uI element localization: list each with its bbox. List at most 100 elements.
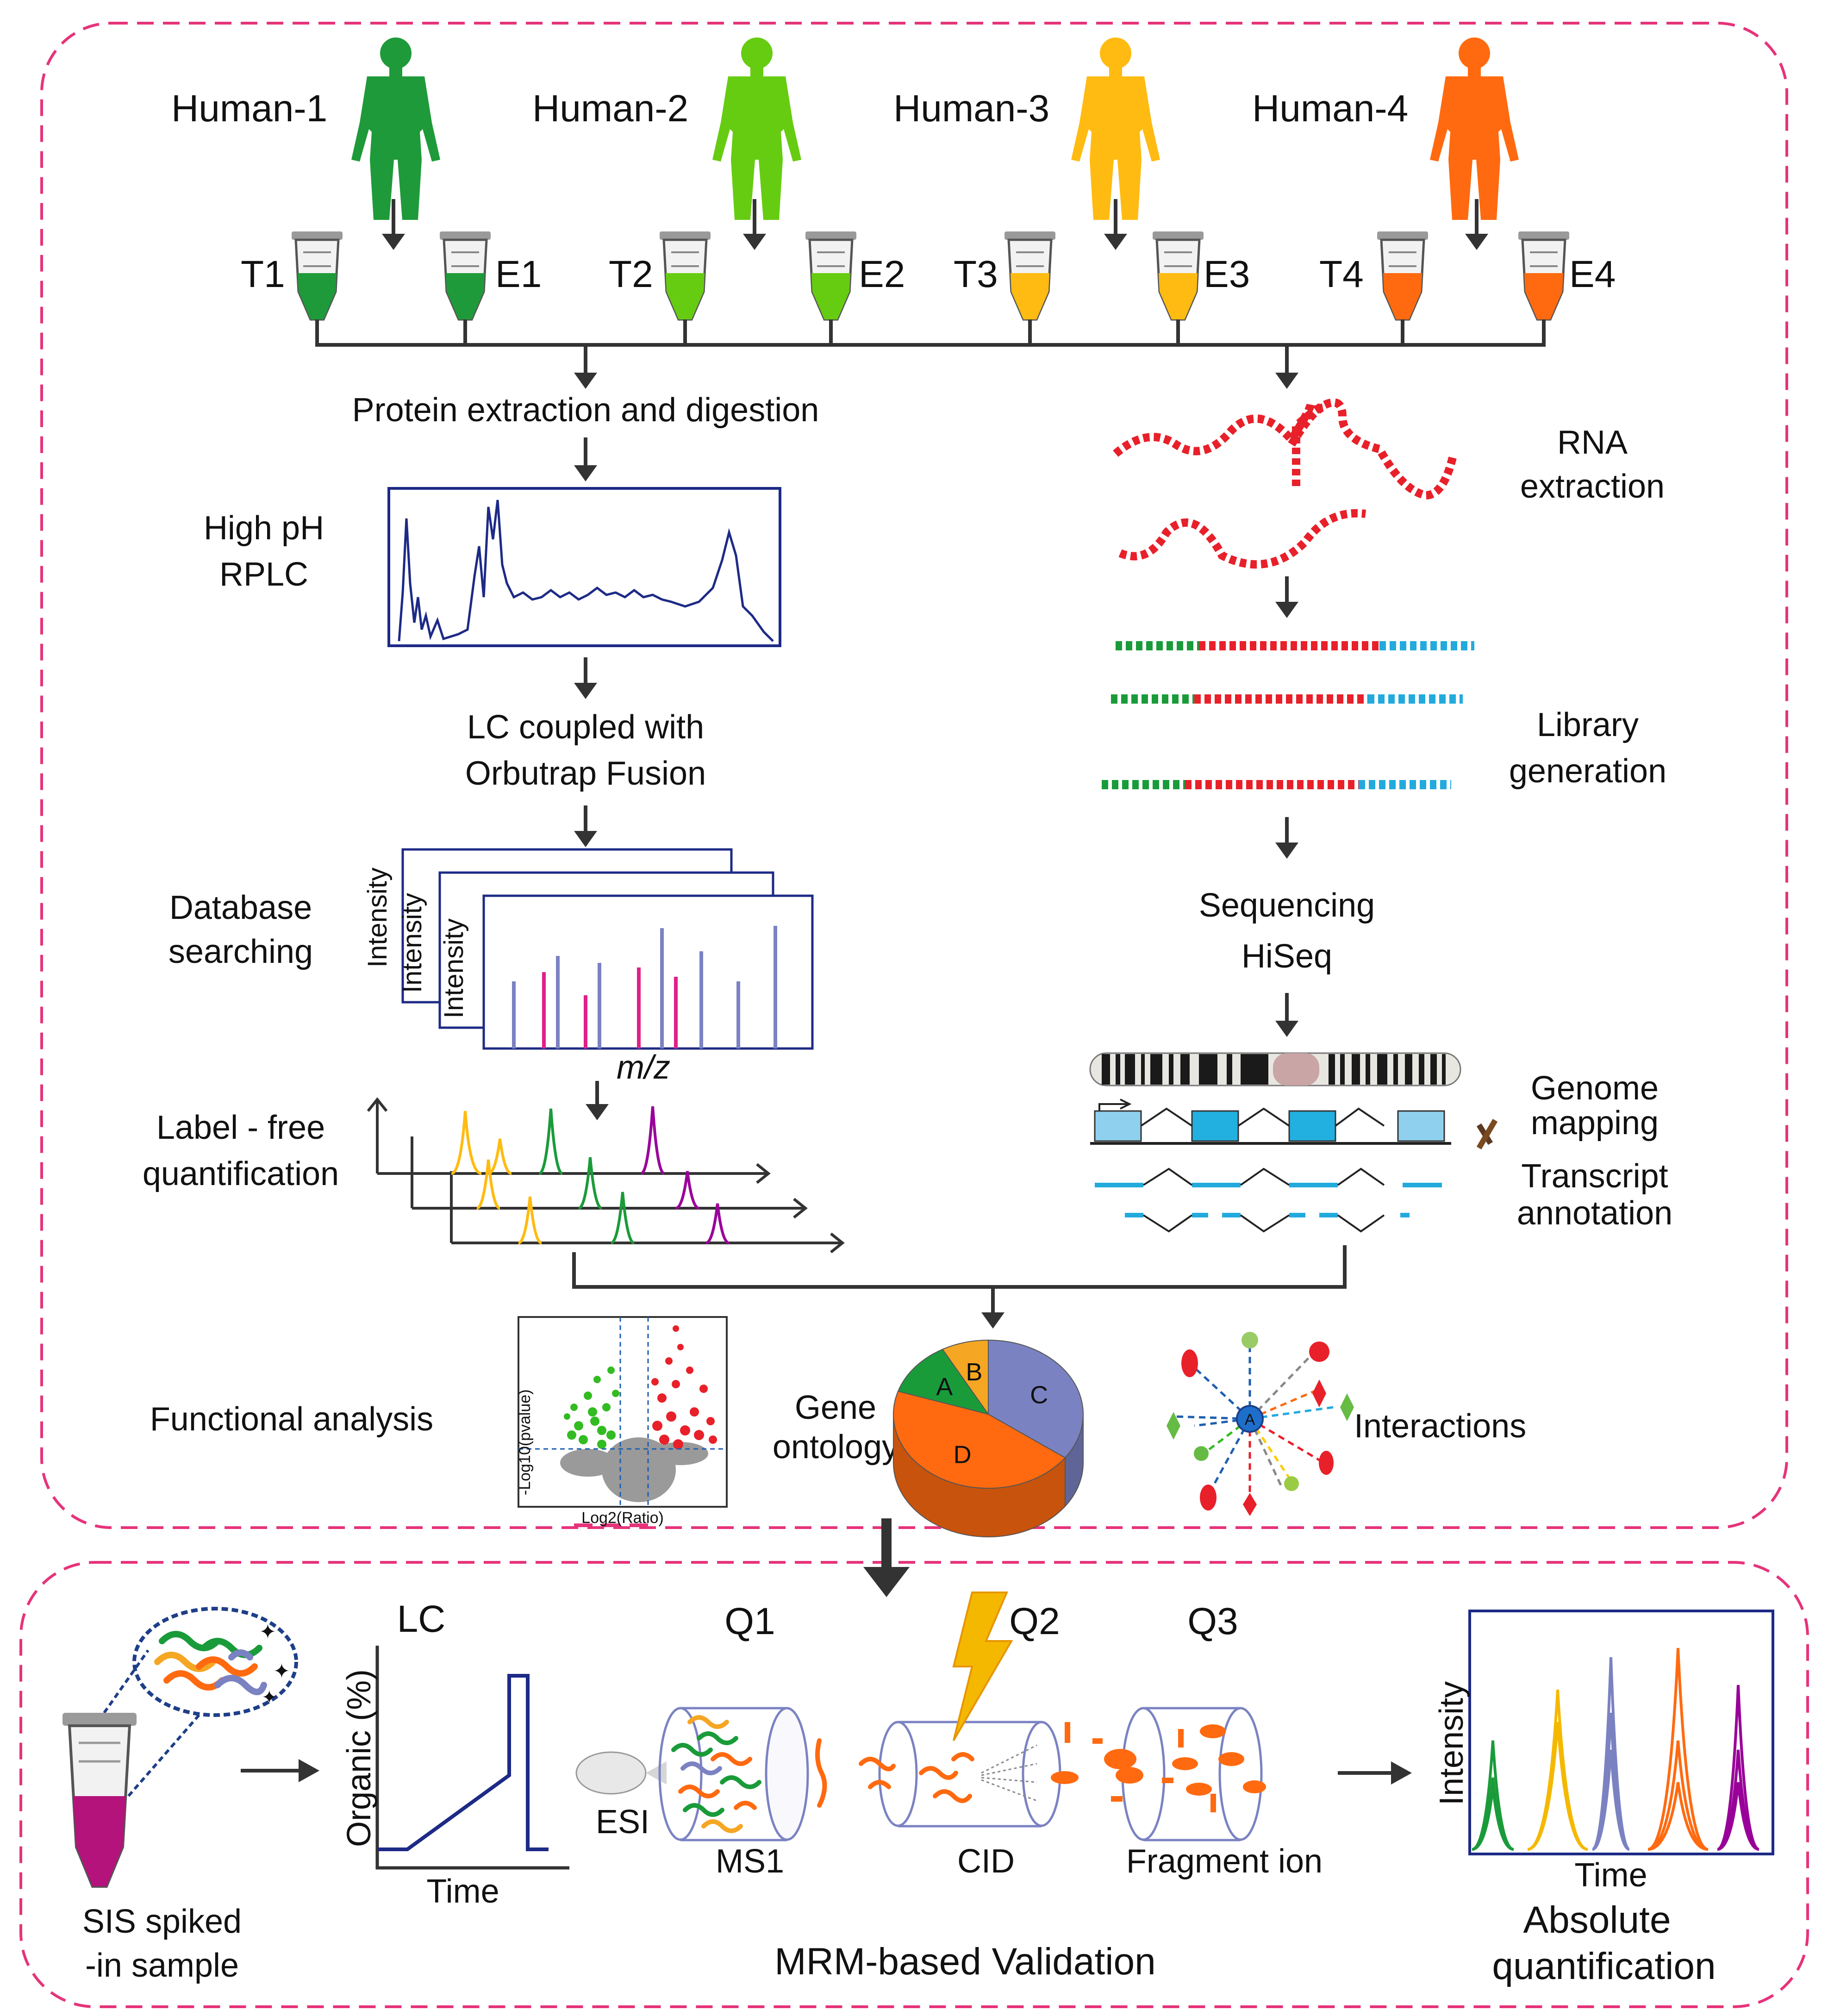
human-arrows [382, 199, 1488, 250]
library-fragments [1102, 641, 1474, 789]
rplc-label-1: High pH [204, 510, 324, 547]
human-4-icon [1430, 37, 1519, 220]
tube-t3-label: T3 [954, 253, 998, 295]
pie-slice-B [942, 1339, 989, 1416]
tube-t2: T2 [609, 231, 711, 319]
mz-label: m/z [617, 1049, 670, 1086]
lfq-label-1: Label - free [156, 1109, 325, 1146]
tube-e1: E1 [440, 231, 542, 319]
lfq-peaks [367, 1097, 845, 1254]
human-2: Human-2 [532, 37, 801, 220]
rna-label-1: RNA [1557, 424, 1628, 461]
tube-t2-label: T2 [609, 253, 653, 295]
mrm-validation-title: MRM-based Validation [774, 1941, 1155, 1983]
human-3-icon [1071, 37, 1160, 220]
ms-to-chromatogram-arrow [1338, 1761, 1412, 1785]
mrm-y-label: Intensity [1433, 1681, 1470, 1805]
tube-e3: E3 [1153, 231, 1250, 319]
genome-label-2: mapping [1531, 1105, 1659, 1142]
tube-e2: E2 [805, 231, 905, 319]
mass-spectrometer [575, 1592, 1266, 1841]
lfq-label-2: quantification [143, 1155, 339, 1192]
tube-t1-label: T1 [241, 253, 285, 295]
library-label-2: generation [1509, 753, 1666, 790]
human-1-label: Human-1 [171, 87, 327, 130]
discovery-panel-frame [40, 22, 1788, 1529]
lc-x-label: Time [426, 1873, 499, 1910]
sis-label-2: -in sample [85, 1947, 239, 1984]
rna-strands [1113, 398, 1458, 569]
tube-connector [315, 319, 1546, 375]
rplc-chromatogram [387, 487, 781, 647]
cid-label: CID [957, 1843, 1015, 1880]
svg-text:✦: ✦ [262, 1687, 277, 1708]
ms1-label: MS1 [716, 1843, 784, 1880]
mrm-x-label: Time [1574, 1857, 1647, 1894]
tube-e4: E4 [1518, 231, 1616, 319]
q2-label: Q2 [1009, 1600, 1060, 1642]
sequencing-label-1: Sequencing [1199, 887, 1375, 924]
svg-text:✦: ✦ [273, 1660, 290, 1683]
tube-e3-label: E3 [1204, 253, 1250, 295]
pie-slice-C [988, 1339, 1084, 1459]
tube-t3: T3 [954, 231, 1055, 319]
gene-ontology-label-1: Gene [795, 1389, 876, 1426]
tube-e4-label: E4 [1569, 253, 1616, 295]
validation-panel-frame [19, 1561, 1809, 2008]
human-3: Human-3 [893, 37, 1160, 220]
tube-t1: T1 [241, 231, 343, 319]
human-4-label: Human-4 [1252, 87, 1408, 130]
mrm-chromatogram: Intensity Time [1433, 1610, 1774, 1894]
protein-extraction-label: Protein extraction and digestion [352, 392, 819, 429]
absolute-quant-label-1: Absolute [1523, 1899, 1671, 1941]
interaction-center-label: A [1245, 1411, 1255, 1429]
human-2-icon [712, 37, 801, 220]
pie-label-C: C [1030, 1381, 1048, 1409]
tube-e1-label: E1 [495, 253, 542, 295]
transcript-label-2: annotation [1517, 1195, 1672, 1232]
transcript-label-1: Transcript [1521, 1158, 1668, 1195]
volcano-x-label: Log2(Ratio) [581, 1509, 664, 1527]
human-4: Human-4 [1252, 37, 1519, 220]
lc-y-label: Organic (%) [341, 1669, 378, 1847]
merge-connector [572, 1245, 1347, 1315]
sample-to-lc-arrow [241, 1759, 319, 1782]
db-search-label-2: searching [168, 933, 313, 970]
genome-label-1: Genome [1531, 1070, 1659, 1107]
pie-label-D: D [954, 1441, 972, 1469]
lc-label-2: Orbutrap Fusion [465, 755, 706, 792]
sequencing-label-2: HiSeq [1242, 938, 1332, 975]
human-2-label: Human-2 [532, 87, 688, 130]
lc-label-1: LC coupled with [467, 709, 704, 746]
rplc-label-2: RPLC [219, 556, 308, 593]
spectrum-1-ylabel: Intensity [362, 868, 393, 967]
spectrum-3-ylabel: Intensity [439, 918, 469, 1018]
q3-label: Q3 [1187, 1600, 1238, 1642]
tube-t4-label: T4 [1319, 253, 1364, 295]
absolute-quant-label-2: quantification [1492, 1945, 1716, 1987]
functional-analysis-label: Functional analysis [150, 1401, 433, 1438]
interaction-network: A [1167, 1332, 1354, 1516]
lc-title: LC [397, 1598, 446, 1640]
pie-label-A: A [936, 1373, 953, 1401]
q1-label: Q1 [724, 1600, 775, 1642]
svg-text:✦: ✦ [259, 1621, 276, 1643]
library-label-1: Library [1537, 706, 1639, 743]
fragment-ion-label: Fragment ion [1126, 1843, 1323, 1880]
volcano-plot: -Log10(pvalue) Log2(Ratio) [516, 1316, 728, 1527]
human-1: Human-1 [171, 37, 440, 220]
genome-mapping [1089, 1052, 1498, 1233]
gene-ontology-label-2: ontology [773, 1429, 898, 1466]
human-3-label: Human-3 [893, 87, 1049, 130]
sis-label-1: SIS spiked [82, 1903, 242, 1940]
spectrum-2-ylabel: Intensity [397, 893, 427, 993]
ms-spectra-stack: Intensity Intensity Intensity [362, 848, 814, 1050]
sis-sample: ✦ ✦ ✦ [62, 1607, 298, 1888]
lc-gradient-plot: LC Organic (%) Time [341, 1598, 569, 1910]
human-1-icon [351, 37, 440, 220]
pie-slice-A [897, 1348, 990, 1415]
tube-e2-label: E2 [859, 253, 905, 295]
esi-label: ESI [596, 1804, 649, 1841]
rna-label-2: extraction [1520, 468, 1665, 505]
